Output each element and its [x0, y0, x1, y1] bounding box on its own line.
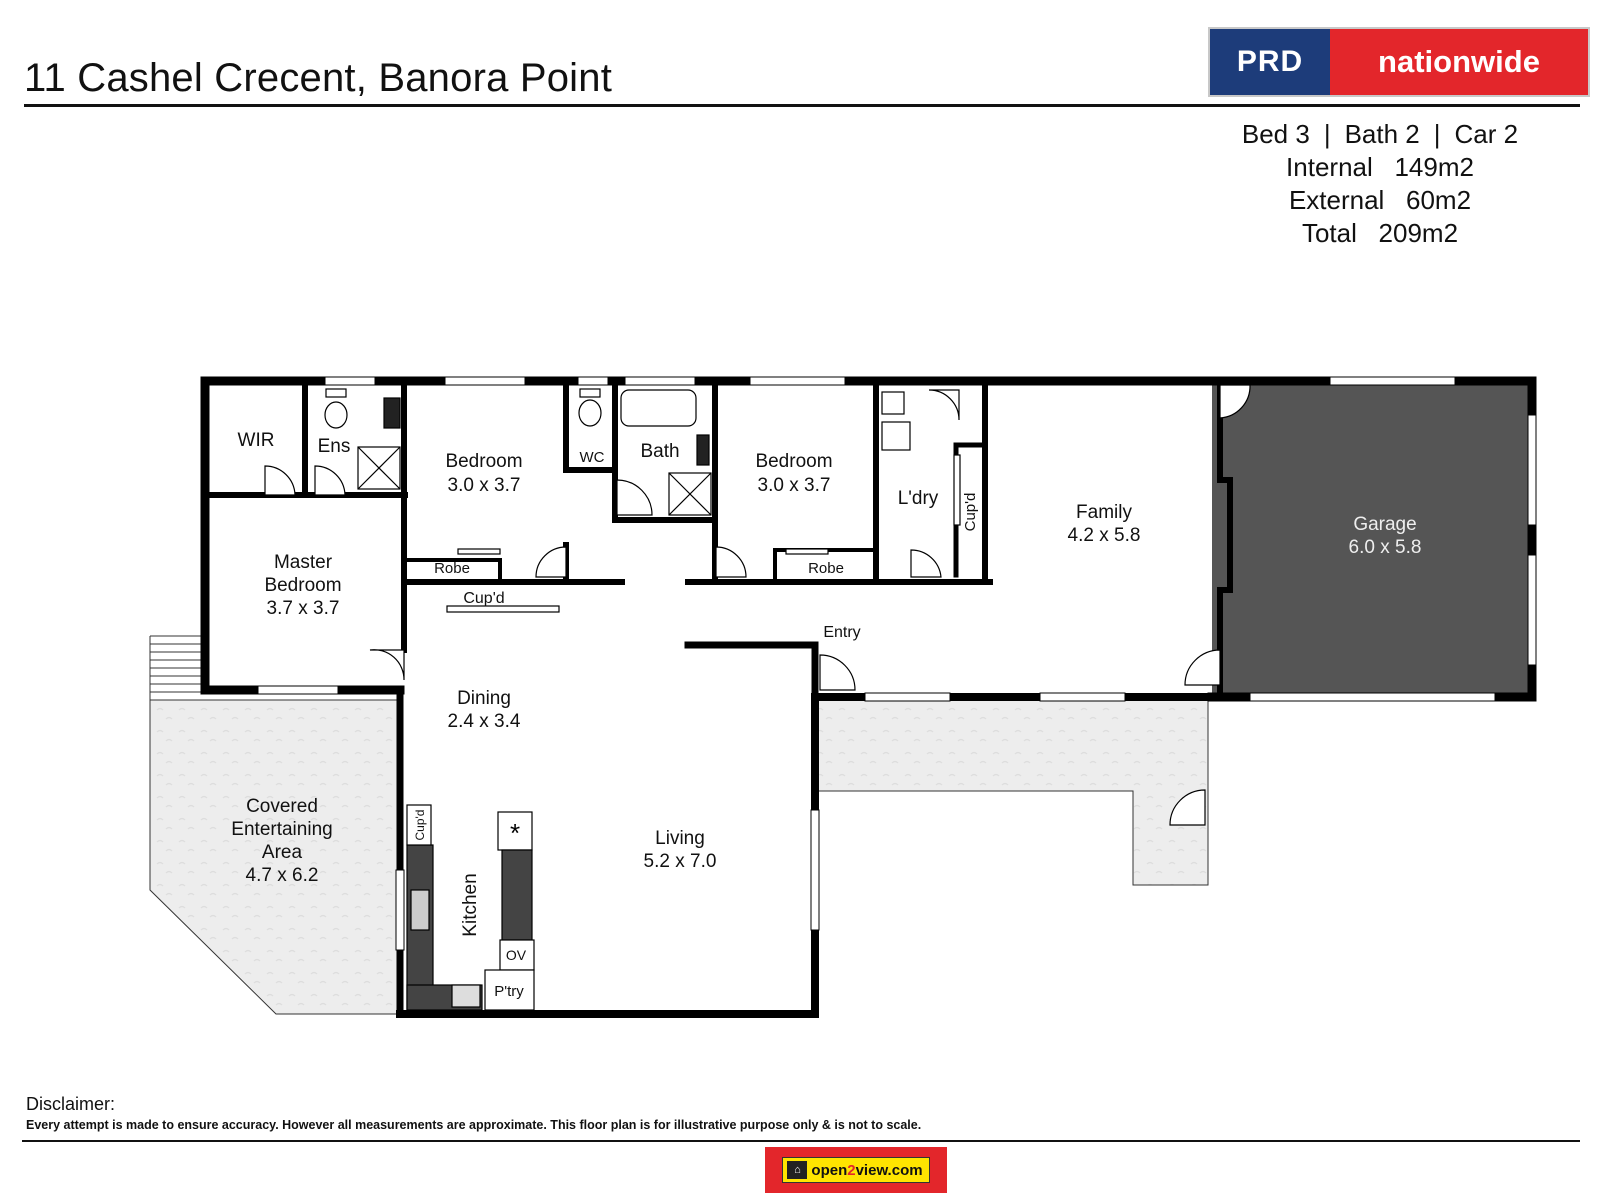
- doors: [264, 384, 1251, 826]
- room-label-ens: Ens: [318, 436, 351, 457]
- toilet-icon: [578, 399, 602, 427]
- room-size-bedroom-1: 3.0 x 3.7: [448, 475, 521, 496]
- room-label-wir: WIR: [238, 430, 275, 451]
- stat-external: External 60m2: [1288, 185, 1472, 215]
- steps: [149, 635, 205, 700]
- logo-nationwide-text: nationwide: [1330, 29, 1588, 95]
- sink-icon: [410, 889, 430, 931]
- room-label-kitchen: Kitchen: [460, 873, 481, 936]
- room-size-living: 5.2 x 7.0: [644, 851, 717, 872]
- basin-icon: [383, 397, 401, 429]
- room-size-family: 4.2 x 5.8: [1068, 525, 1141, 546]
- room-size-garage: 6.0 x 5.8: [1349, 537, 1422, 558]
- svg-text:*: *: [510, 818, 520, 848]
- toilet-icon: [324, 401, 348, 429]
- room-size-bedroom-2: 3.0 x 3.7: [758, 475, 831, 496]
- badge-text-open: open: [811, 1161, 848, 1179]
- room-label-covered-3: Area: [262, 842, 303, 863]
- stats-rooms-line: Bed 3 | Bath 2 | Car 2: [1230, 118, 1530, 151]
- stat-bath: Bath 2: [1344, 119, 1420, 149]
- room-label-bath: Bath: [640, 441, 679, 462]
- room-label-robe-2: Robe: [808, 560, 844, 577]
- stove-icon: [497, 811, 533, 851]
- badge-text-two: 2: [847, 1161, 856, 1179]
- footer-divider: [22, 1140, 1580, 1142]
- kitchen-island: [501, 849, 533, 941]
- cooktop-icon: [451, 984, 481, 1008]
- room-label-wc: WC: [580, 449, 605, 466]
- front-porch-floor: [814, 696, 1209, 886]
- room-label-living: Living: [655, 828, 705, 849]
- room-label-robe-1: Robe: [434, 560, 470, 577]
- room-label-bedroom-2: Bedroom: [755, 451, 832, 472]
- room-label-garage: Garage: [1353, 514, 1416, 535]
- property-stats: Bed 3 | Bath 2 | Car 2 Internal 149m2 Extern…: [1230, 118, 1530, 250]
- stat-car: Car 2: [1454, 119, 1519, 149]
- room-label-oven: OV: [506, 947, 527, 963]
- room-label-family: Family: [1076, 502, 1132, 523]
- room-size-dining: 2.4 x 3.4: [448, 711, 521, 732]
- covered-area-floor: [149, 699, 401, 1015]
- room-size-master: 3.7 x 3.7: [267, 598, 340, 619]
- room-label-laundry-cupboard: Cup'd: [962, 493, 979, 532]
- house-icon: ⌂: [787, 1161, 808, 1179]
- garage-floor: [1212, 381, 1532, 697]
- room-label-laundry: L'dry: [898, 488, 939, 509]
- page-title: 11 Cashel Crecent, Banora Point: [24, 56, 613, 100]
- room-label-master-2: Bedroom: [264, 575, 341, 596]
- room-size-covered: 4.7 x 6.2: [246, 865, 319, 886]
- room-label-covered-1: Covered: [246, 796, 318, 817]
- room-label-hall-cupboard: Cup'd: [463, 590, 504, 607]
- badge-text-view: view.com: [855, 1161, 923, 1179]
- laundry-tub-icon: [881, 391, 905, 415]
- basin-icon: [696, 434, 710, 466]
- room-label-entry: Entry: [823, 624, 860, 641]
- fixtures: *: [324, 388, 911, 1011]
- disclaimer-text: Every attempt is made to ensure accuracy…: [26, 1118, 922, 1132]
- stat-bed: Bed 3: [1241, 119, 1310, 149]
- room-label-kitchen-cupboard: Cup'd: [413, 810, 427, 841]
- disclaimer-title: Disclaimer:: [26, 1094, 116, 1114]
- title-divider: [24, 104, 1580, 107]
- bathtub-icon: [620, 389, 697, 427]
- stat-separator: |: [1323, 119, 1331, 149]
- room-label-pantry: P'try: [494, 983, 524, 1000]
- stat-total: Total 209m2: [1301, 218, 1459, 248]
- washer-icon: [881, 421, 911, 451]
- room-label-bedroom-1: Bedroom: [445, 451, 522, 472]
- prd-nationwide-logo: PRD nationwide: [1208, 27, 1590, 97]
- room-label-master-1: Master: [274, 552, 333, 573]
- windows: [257, 376, 1537, 951]
- stat-internal: Internal 149m2: [1286, 152, 1474, 182]
- room-label-covered-2: Entertaining: [231, 819, 332, 840]
- stat-separator: |: [1433, 119, 1441, 149]
- room-label-dining: Dining: [457, 688, 511, 709]
- logo-prd-text: PRD: [1210, 29, 1330, 95]
